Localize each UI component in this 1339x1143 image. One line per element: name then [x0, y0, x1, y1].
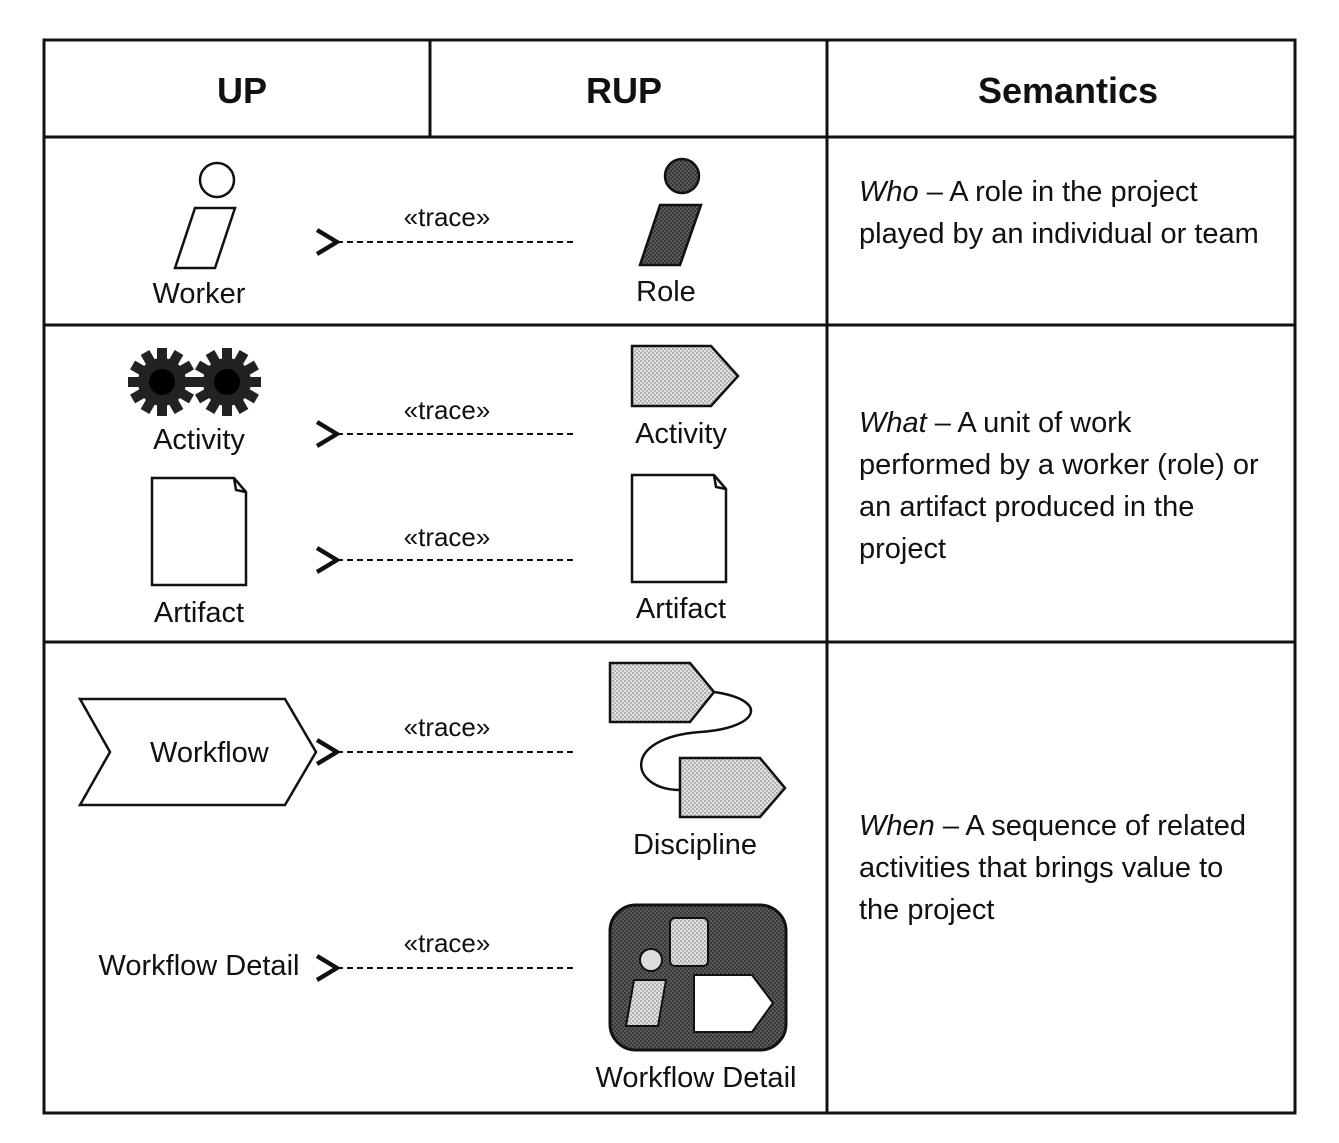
rup-artifact-label: Artifact — [635, 593, 727, 625]
semantics-who-text: – A role in the project played by an ind… — [859, 176, 1259, 250]
rup-artifact-icon — [630, 473, 728, 584]
workflow-label: Workflow — [150, 737, 269, 769]
rup-workflow-detail-label: Workflow Detail — [595, 1062, 797, 1094]
semantics-who-keyword: Who — [859, 176, 919, 208]
role-icon — [638, 157, 703, 267]
worker-label: Worker — [152, 278, 246, 310]
discipline-icon — [608, 661, 787, 819]
semantics-what: What – A unit of work performed by a wor… — [859, 402, 1259, 570]
header-semantics: Semantics — [977, 70, 1159, 111]
role-label: Role — [636, 276, 696, 308]
trace-label-workflow-detail: «trace» — [403, 928, 491, 958]
trace-label-role: «trace» — [403, 202, 491, 232]
semantics-what-text: – A unit of work performed by a worker (… — [859, 407, 1259, 565]
table-grid — [42, 38, 1297, 1115]
workflow-detail-icon — [608, 903, 788, 1052]
header-rup: RUP — [585, 70, 663, 111]
rup-activity-label: Activity — [635, 418, 727, 450]
up-activity-label: Activity — [153, 424, 245, 456]
semantics-who: Who – A role in the project played by an… — [859, 171, 1259, 255]
discipline-label: Discipline — [632, 829, 758, 861]
semantics-when: When – A sequence of related activities … — [859, 805, 1259, 931]
up-artifact-icon — [150, 476, 248, 587]
semantics-when-keyword: When — [859, 810, 935, 842]
workflow-chevron-icon — [77, 697, 318, 807]
header-up: UP — [216, 70, 268, 111]
trace-label-activity: «trace» — [403, 395, 491, 425]
rup-activity-icon — [630, 344, 740, 408]
trace-label-artifact: «trace» — [403, 522, 491, 552]
up-workflow-detail-label: Workflow Detail — [98, 950, 300, 982]
semantics-what-keyword: What — [859, 407, 927, 439]
up-activity-gears-icon — [128, 348, 261, 416]
semantics-when-text: – A sequence of related activities that … — [859, 810, 1246, 926]
up-artifact-label: Artifact — [153, 597, 245, 629]
worker-icon — [173, 161, 237, 270]
trace-label-discipline: «trace» — [403, 712, 491, 742]
